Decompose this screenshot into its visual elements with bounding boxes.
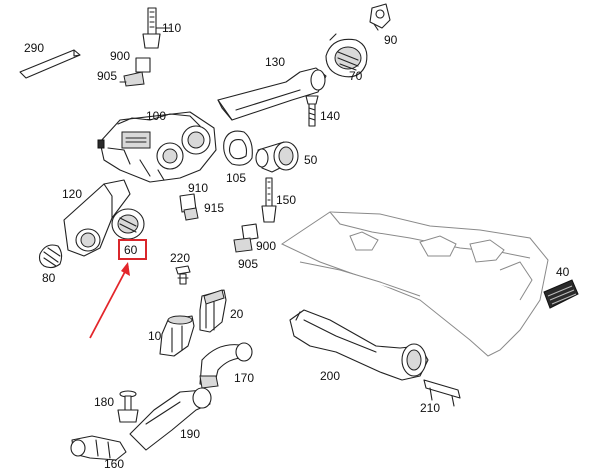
highlight-box-60 <box>118 239 147 260</box>
part-190-bottom-duct <box>129 387 212 451</box>
part-110-sensor <box>142 7 171 49</box>
part-70-round-vent <box>325 33 368 78</box>
highlight-arrow <box>89 265 129 339</box>
part-900-905-clip-top <box>119 57 151 87</box>
label-80: 80 <box>42 271 56 285</box>
label-110: 110 <box>162 21 181 35</box>
label-170: 170 <box>234 371 254 385</box>
part-180-bolt <box>117 390 139 423</box>
label-160: 160 <box>104 457 124 471</box>
label-910: 910 <box>188 181 208 195</box>
label-905-bottom: 905 <box>238 257 258 271</box>
part-160-nozzle <box>70 435 127 461</box>
label-290: 290 <box>24 41 44 55</box>
part-900-905-clip-bottom <box>233 223 259 253</box>
part-40-vent <box>543 279 579 309</box>
label-20: 20 <box>230 307 244 321</box>
label-105: 105 <box>226 171 246 185</box>
label-140: 140 <box>320 109 340 123</box>
label-905-top: 905 <box>97 69 117 83</box>
label-900-top: 900 <box>110 49 130 63</box>
label-180: 180 <box>94 395 114 409</box>
part-210-bracket <box>423 379 461 407</box>
label-40: 40 <box>556 265 570 279</box>
label-210: 210 <box>420 401 440 415</box>
label-50: 50 <box>304 153 318 167</box>
label-90: 90 <box>384 33 398 47</box>
part-200-lower-duct <box>289 309 429 381</box>
part-90-clip <box>369 3 391 31</box>
label-200: 200 <box>320 369 340 383</box>
part-150-sensor <box>261 177 277 223</box>
label-915: 915 <box>204 201 224 215</box>
part-130-duct <box>217 67 327 121</box>
part-140-screw <box>305 95 319 127</box>
part-290-strip <box>19 49 81 79</box>
part-120-side-duct <box>63 179 131 257</box>
label-220: 220 <box>170 251 190 265</box>
part-100-main-unit <box>97 111 217 183</box>
label-150: 150 <box>276 193 296 207</box>
part-910-915-clip <box>179 193 199 221</box>
label-900-bottom: 900 <box>256 239 276 253</box>
label-120: 120 <box>62 187 82 201</box>
part-80-vent-cap <box>38 244 63 269</box>
dashboard-outline <box>280 211 549 357</box>
part-170-curved-duct <box>199 342 253 389</box>
label-70: 70 <box>349 69 363 83</box>
part-220-push-clip <box>175 265 191 285</box>
label-60: 60 <box>124 243 138 257</box>
label-130: 130 <box>265 55 285 69</box>
part-10-duct <box>159 315 195 357</box>
label-190: 190 <box>180 427 200 441</box>
label-100: 100 <box>146 109 166 123</box>
part-50-outlet <box>255 141 299 173</box>
part-60-round-vent <box>111 208 145 240</box>
part-105-gasket <box>223 130 253 166</box>
highlight-arrowhead <box>121 262 130 276</box>
label-10: 10 <box>148 329 162 343</box>
part-20-duct <box>199 289 227 333</box>
